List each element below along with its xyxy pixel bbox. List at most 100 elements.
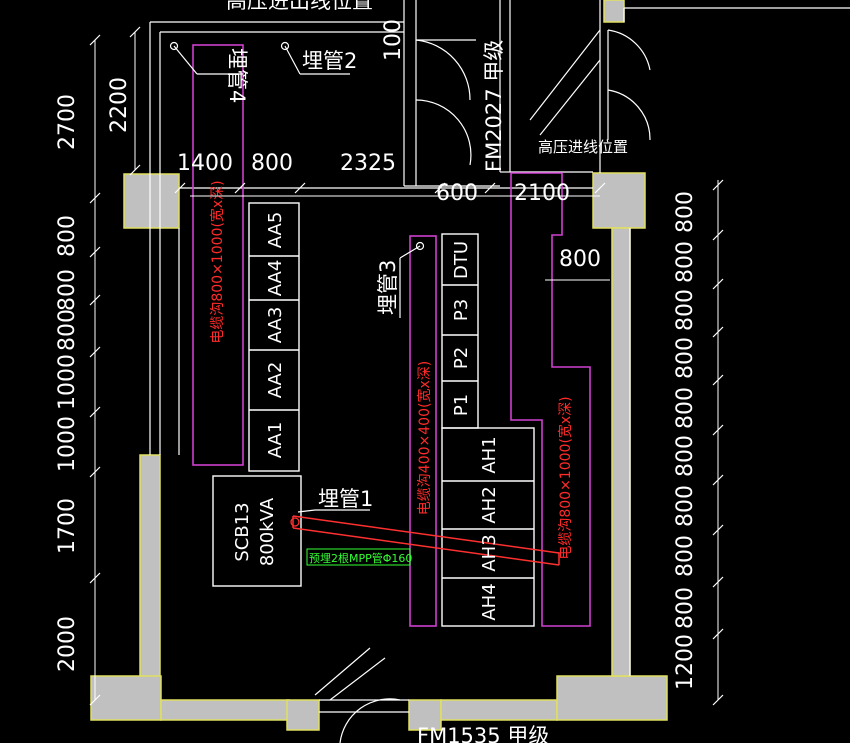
cabinet-p2: P2 [451, 347, 472, 369]
transformer-box [212, 475, 302, 587]
cabinet-aa3: AA3 [265, 307, 286, 344]
wall-column-bottom-right [556, 675, 668, 721]
dim-top-4: 2100 [514, 181, 570, 206]
dimension-tick [89, 294, 101, 306]
cabinet-aa1: AA1 [265, 422, 286, 459]
label-door-bottom: FM1535 甲级 [417, 724, 549, 743]
wall-left-lower [139, 454, 161, 678]
dim-left-7: 2000 [55, 616, 80, 672]
trench-label-middle: 电缆沟400×400(宽x深) [416, 361, 433, 515]
label-pipe4: 埋管4 [225, 48, 249, 103]
dimension-tick [712, 576, 724, 588]
transformer-model: SCB13 [232, 502, 253, 561]
wall-bottom-right [440, 699, 558, 721]
label-door-top: FM2027 甲级 [482, 40, 506, 172]
cabinet-p3: P3 [451, 299, 472, 321]
dimension-tick [712, 424, 724, 436]
dim-right-6: 800 [673, 485, 698, 527]
dim-top-5: 800 [559, 247, 601, 272]
dimension-tick [712, 524, 724, 536]
dimension-tick [712, 628, 724, 640]
label-hv-inlet: 高压进线位置 [538, 138, 628, 156]
cabinet-ah4: AH4 [479, 583, 500, 620]
dim-right-0: 800 [673, 191, 698, 233]
cabinet-aa2: AA2 [265, 362, 286, 399]
dimension-tick [712, 694, 724, 706]
cabinet-ah3: AH3 [479, 534, 500, 571]
trench-middle [409, 235, 437, 627]
cabinet-ah1: AH1 [479, 436, 500, 473]
dimension-lines [94, 32, 719, 700]
dimension-tick [712, 278, 724, 290]
pipe1-marker [290, 517, 300, 527]
dim-left-3: 800 [55, 309, 80, 351]
label-pipe2: 埋管2 [302, 49, 357, 73]
label-top-cut: 高压进出线位置 [226, 0, 373, 13]
door-bottom-swing [314, 647, 409, 743]
trench-label-left: 电缆沟800×1000(宽x深) [209, 180, 226, 343]
dimension-tick [712, 179, 724, 191]
dimension-tick [484, 182, 496, 194]
dim-top-2: 2325 [340, 151, 396, 176]
dim-right-9: 1200 [673, 634, 698, 690]
label-pipe3: 埋管3 [376, 260, 400, 315]
wall-column-bottom-left [90, 675, 162, 721]
trench-label-right: 电缆沟800×1000(宽x深) [557, 396, 574, 559]
dim-right-2: 800 [673, 289, 698, 331]
door-top-swing [415, 29, 651, 166]
pipe-note: 预埋2根MPP管Φ160 [309, 551, 412, 565]
cabinet-p1: P1 [451, 394, 472, 416]
top-dimensions: 1400 800 2325 600 2100 800 [177, 151, 601, 272]
dimension-tick [129, 164, 141, 176]
cabinet-frames [212, 202, 535, 627]
dim-left-6: 1700 [55, 498, 80, 554]
cabinet-ah2: AH2 [479, 486, 500, 523]
ah-cabinet-row [441, 427, 535, 627]
dimension-tick [434, 182, 446, 194]
trench-left [192, 44, 244, 466]
dim-right-7: 800 [673, 535, 698, 577]
dimension-ticks [89, 26, 724, 706]
dim-top-1: 800 [251, 151, 293, 176]
dim-right-8: 800 [673, 587, 698, 629]
wall-lines [149, 0, 850, 676]
dim-left-inner-0: 2200 [107, 77, 132, 133]
dim-left-5: 1000 [55, 416, 80, 472]
dimension-tick [89, 34, 101, 46]
dimension-tick [712, 374, 724, 386]
dimension-tick [129, 26, 141, 38]
wall-top-stub [603, 0, 625, 23]
dimension-tick [89, 346, 101, 358]
dimension-tick [89, 246, 101, 258]
dim-left-2: 800 [55, 269, 80, 311]
dim-right-3: 800 [673, 337, 698, 379]
dimension-tick [712, 474, 724, 486]
dimension-tick [174, 182, 186, 194]
dimension-tick [89, 466, 101, 478]
dim-top-0: 1400 [177, 151, 233, 176]
dimension-tick [89, 572, 101, 584]
pipe-markers [169, 41, 425, 513]
label-pipe1: 埋管1 [318, 487, 373, 511]
cabinet-aa5: AA5 [265, 212, 286, 249]
dim-left-0: 2700 [55, 94, 80, 150]
pipe-note-box [306, 548, 411, 566]
dimension-tick [89, 192, 101, 204]
dimension-tick [89, 694, 101, 706]
wall-jamb-left [286, 699, 320, 731]
cabinet-aa4: AA4 [265, 260, 286, 297]
dimension-tick [89, 406, 101, 418]
dimension-tick [294, 182, 306, 194]
dim-left-1: 800 [55, 215, 80, 257]
dim-right-4: 800 [673, 387, 698, 429]
dim-top-3: 600 [436, 181, 478, 206]
wall-column-top-left [123, 173, 180, 229]
dim-right-5: 800 [673, 435, 698, 477]
wall-right [611, 227, 631, 677]
trench-right [510, 172, 591, 627]
cabinet-dtu: DTU [451, 241, 472, 279]
